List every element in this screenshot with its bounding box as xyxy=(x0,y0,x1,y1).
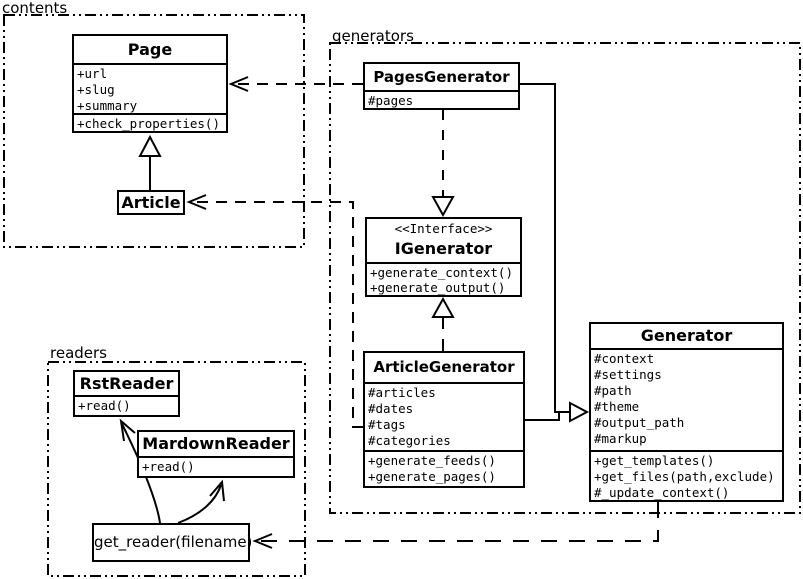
class-pagesgenerator: PagesGenerator #pages xyxy=(363,62,520,110)
class-mardownreader: MardownReader +read() xyxy=(137,430,295,478)
attribute: +summary xyxy=(77,98,138,113)
class-generator: Generator #context #settings #path #them… xyxy=(589,322,784,502)
method: +generate_context() xyxy=(370,265,513,280)
attribute: #path xyxy=(594,383,632,398)
attribute: #context xyxy=(594,351,655,366)
stereotype: <<Interface>> xyxy=(394,221,493,236)
method: +generate_feeds() xyxy=(368,453,496,468)
attribute: #tags xyxy=(368,417,406,432)
attribute: #settings xyxy=(594,367,662,382)
open-arrowhead-icon xyxy=(209,479,225,502)
class-name: IGenerator xyxy=(394,239,493,258)
class-name: Generator xyxy=(640,326,733,345)
method: +get_files(path,exclude) xyxy=(594,469,775,484)
attributes-compartment: #articles #dates #tags #categories xyxy=(365,382,523,450)
attribute: #theme xyxy=(594,399,640,414)
package-label-generators: generators xyxy=(332,27,414,45)
edge-articlegenerator-to-article-dependency xyxy=(186,194,363,428)
class-rstreader: RstReader +read() xyxy=(73,370,180,417)
open-arrowhead-icon xyxy=(228,76,249,92)
edge-getreader-to-mardownreader xyxy=(177,479,225,524)
edge-articlegenerator-to-igenerator-realization xyxy=(431,296,455,351)
methods-compartment: +check_properties() xyxy=(74,113,226,131)
attributes-compartment: +url +slug +summary xyxy=(74,63,226,113)
method: +check_properties() xyxy=(77,116,220,131)
method: +get_templates() xyxy=(594,453,715,468)
attribute: #pages xyxy=(368,93,414,108)
edge-pagesgenerator-to-generator-inheritance xyxy=(520,83,570,413)
attribute: +url xyxy=(77,66,108,81)
class-name: ArticleGenerator xyxy=(373,358,515,376)
methods-compartment: +generate_feeds() +generate_pages() xyxy=(365,450,523,486)
edge-articlegenerator-to-generator-inheritance xyxy=(525,401,590,423)
inheritance-triangle-icon xyxy=(569,401,590,423)
edge-pagesgenerator-to-igenerator-realization xyxy=(431,110,455,218)
inheritance-triangle-icon xyxy=(138,134,162,157)
class-articlegenerator: ArticleGenerator #articles #dates #tags … xyxy=(363,351,525,488)
class-name: Article xyxy=(121,193,181,212)
method: +generate_pages() xyxy=(368,469,496,484)
attribute: #dates xyxy=(368,401,414,416)
edge-generator-to-getreader-dependency xyxy=(252,502,659,549)
package-generators-border xyxy=(329,42,801,514)
interface-header: <<Interface>> IGenerator xyxy=(367,219,520,262)
attribute: #output_path xyxy=(594,415,685,430)
attribute: #articles xyxy=(368,385,436,400)
methods-compartment: +read() xyxy=(75,395,178,415)
class-igenerator: <<Interface>> IGenerator +generate_conte… xyxy=(365,217,522,297)
class-article: Article xyxy=(117,190,185,215)
class-name: RstReader xyxy=(79,374,174,393)
package-label-contents: contents xyxy=(2,0,68,17)
open-arrowhead-icon xyxy=(252,533,273,549)
attribute: +slug xyxy=(77,82,115,97)
attribute: #categories xyxy=(368,433,451,448)
realization-triangle-icon xyxy=(431,296,455,318)
function-box-get-reader: get_reader(filename) xyxy=(92,523,252,562)
class-page: Page +url +slug +summary +check_properti… xyxy=(72,34,228,133)
attributes-compartment: #context #settings #path #theme #output_… xyxy=(591,348,782,450)
method: +read() xyxy=(78,398,131,413)
attribute: #markup xyxy=(594,431,647,446)
package-contents-border xyxy=(3,14,305,248)
package-label-readers: readers xyxy=(50,344,107,362)
class-name: Page xyxy=(127,40,173,59)
package-readers-border xyxy=(47,361,306,577)
method: #_update_context() xyxy=(594,485,730,500)
methods-compartment: +generate_context() +generate_output() xyxy=(367,262,520,295)
realization-triangle-icon xyxy=(431,196,455,218)
method: +read() xyxy=(142,459,195,474)
edge-pagesgenerator-to-page-dependency xyxy=(228,76,363,92)
edge-article-to-page-inheritance xyxy=(138,134,162,190)
methods-compartment: +get_templates() +get_files(path,exclude… xyxy=(591,450,782,500)
method: +generate_output() xyxy=(370,280,506,295)
open-arrowhead-icon xyxy=(186,194,207,210)
class-name: MardownReader xyxy=(142,434,290,453)
class-name: PagesGenerator xyxy=(373,68,510,86)
open-arrowhead-icon xyxy=(119,418,136,442)
attributes-compartment: #pages xyxy=(365,90,518,108)
methods-compartment: +read() xyxy=(139,456,293,476)
